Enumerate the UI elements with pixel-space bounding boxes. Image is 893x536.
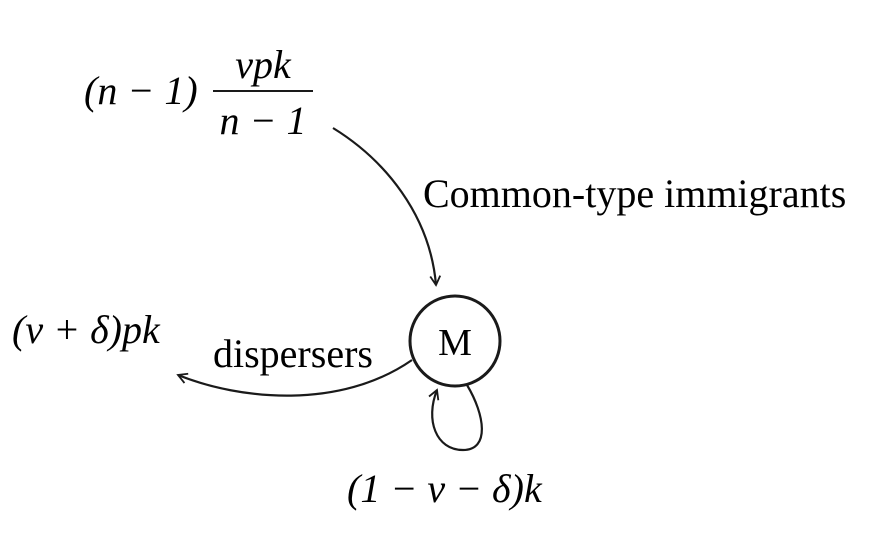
node-m: M (408, 294, 502, 388)
node-label: M (438, 322, 472, 364)
immigrants-label: Common-type immigrants (423, 171, 846, 216)
dispersers-rate: (v + δ)pk (12, 307, 161, 352)
self-loop-rate: (1 − v − δ)k (347, 466, 543, 511)
immigrants-denominator: n − 1 (220, 98, 307, 143)
dispersers-arrow (176, 359, 413, 397)
immigrants-arrow (332, 127, 442, 287)
dispersers-label: dispersers (213, 331, 373, 376)
immigrants-numerator: vpk (235, 42, 292, 87)
immigrants-rate: (n − 1) vpk n − 1 (84, 42, 313, 143)
self-loop-arrow (428, 384, 483, 452)
node-circle (408, 294, 502, 388)
immigrants-coefficient: (n − 1) (84, 68, 198, 113)
